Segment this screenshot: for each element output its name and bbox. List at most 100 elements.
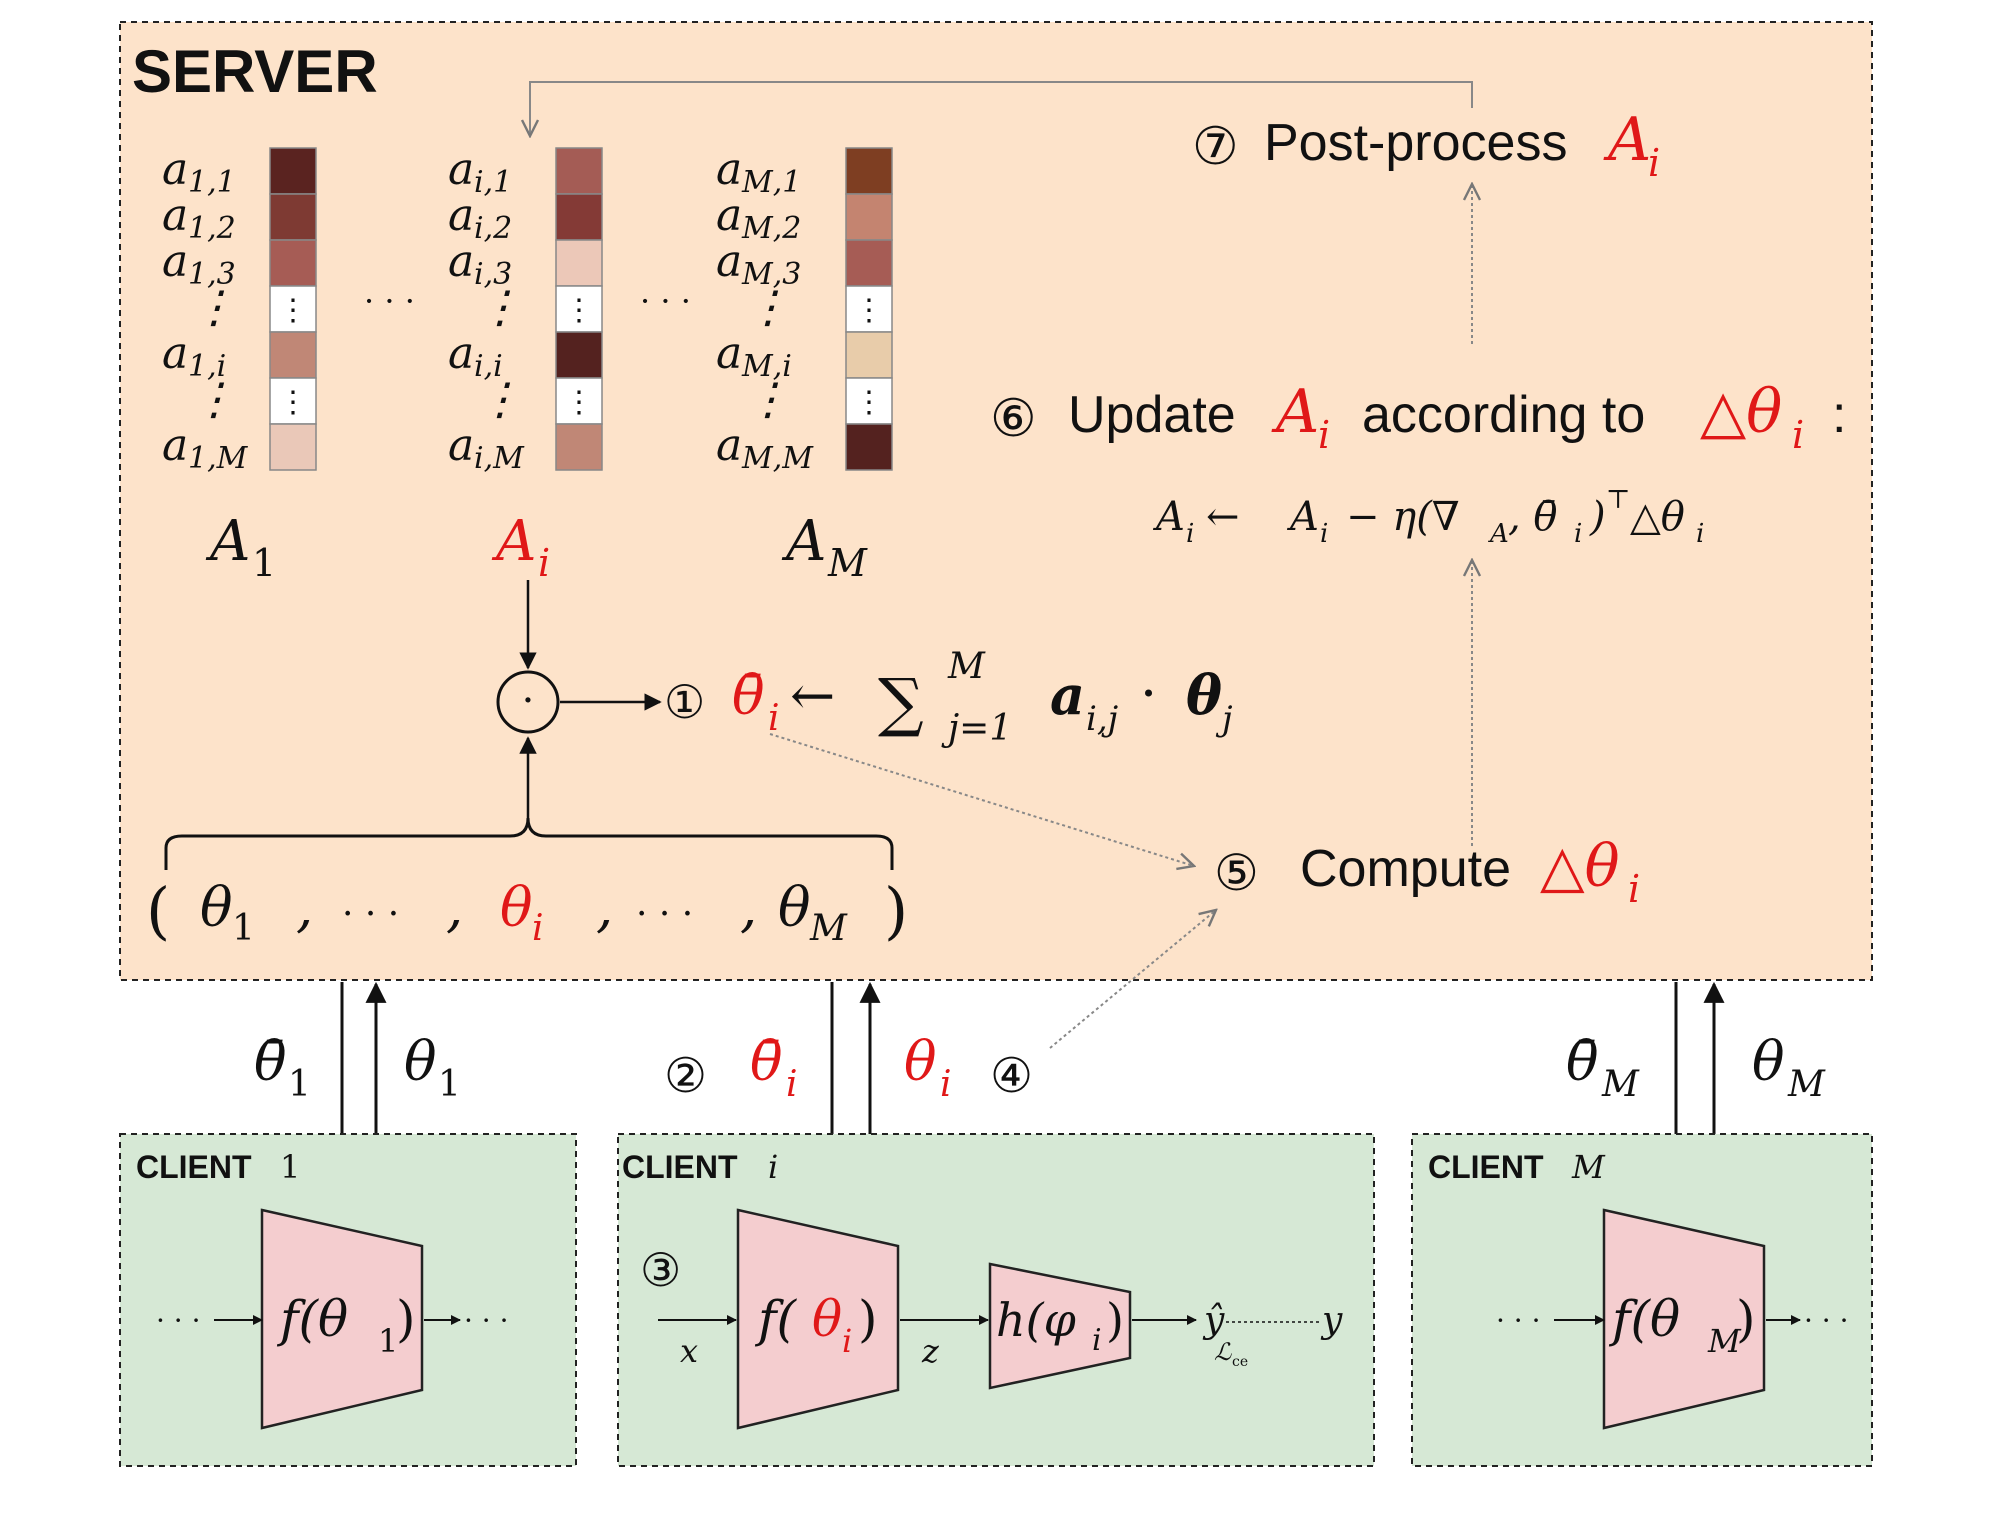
step6-text1: Update bbox=[1068, 386, 1236, 444]
step6-update: ⑥ Update A i according to △θ i : bbox=[990, 377, 1846, 457]
update-arrow: ← bbox=[1206, 494, 1240, 540]
step5-symbol-sub: i bbox=[1628, 867, 1640, 911]
client-1-title: CLIENT bbox=[136, 1149, 252, 1185]
matrix-cell-dots: ⋮ bbox=[564, 293, 594, 328]
matrix-label: A bbox=[205, 509, 250, 574]
matrix-row-label-sub: M,1 bbox=[741, 165, 801, 200]
matrix-row-label-sub: i,i bbox=[474, 349, 503, 384]
step7-sym: A bbox=[1603, 105, 1651, 175]
matrix-label-sub: M bbox=[827, 541, 868, 585]
matrix-row-label-sub: i,3 bbox=[474, 257, 512, 292]
client-i: CLIENT i ③ f( θ i ) x z h(φ i ) ŷ ℒ ce y bbox=[617, 1133, 1375, 1467]
matrix-row-label-sub: 1,2 bbox=[188, 211, 236, 246]
step7-text: Post-process bbox=[1264, 114, 1567, 172]
step1-rhs-sub: i,j bbox=[1086, 699, 1119, 739]
matrix-label-sub: i bbox=[538, 541, 550, 585]
step1-sum: ∑ bbox=[878, 666, 924, 740]
params-item: θ bbox=[778, 876, 811, 939]
update-a: A bbox=[1152, 494, 1185, 540]
linki-step2: ② bbox=[664, 1050, 707, 1103]
matrix-label: A bbox=[781, 509, 826, 574]
client-M-encoder-sub: M bbox=[1707, 1322, 1742, 1360]
client-i-encoder-close: ) bbox=[858, 1290, 878, 1348]
matrix-cell-dots: ⋮ bbox=[854, 385, 884, 420]
params-item: · · · bbox=[342, 894, 399, 935]
update-delta: △θ bbox=[1630, 494, 1685, 540]
matrix-cell-dots: ⋮ bbox=[278, 293, 308, 328]
client-i-loss-sub: ce bbox=[1232, 1354, 1248, 1370]
matrix-row-label-sub: 1,3 bbox=[188, 257, 236, 292]
params-brace bbox=[164, 817, 894, 870]
matrix-cell bbox=[555, 331, 603, 379]
step6-sym1-sub: i bbox=[1318, 413, 1330, 457]
step1-rhs: a bbox=[1050, 663, 1085, 727]
matrix-row-label: a bbox=[162, 190, 188, 241]
client-M: CLIENT M f(θ M ) · · · · · · bbox=[1411, 1133, 1873, 1467]
linkM-down-label: θ̄ bbox=[1566, 1030, 1599, 1093]
update-theta-sub: i bbox=[1574, 519, 1582, 549]
client-1: CLIENT 1 f(θ 1 ) · · · · · · bbox=[119, 1133, 577, 1467]
client-i-yhat: ŷ bbox=[1202, 1300, 1225, 1341]
params-item: θ bbox=[200, 876, 233, 939]
matrix-cell bbox=[555, 423, 603, 471]
step1-sum-sup: M bbox=[947, 646, 986, 687]
matrix-cell bbox=[269, 377, 317, 425]
step1-lhs: θ̄ bbox=[732, 664, 765, 727]
matrix-row-label: a bbox=[448, 144, 474, 195]
client-M-out-dots: · · · bbox=[1804, 1304, 1849, 1337]
client-i-encoder bbox=[736, 1208, 900, 1430]
update-a-sub: i bbox=[1186, 519, 1194, 549]
matrix-row-label: a bbox=[162, 328, 188, 379]
matrix-row-label: ⋮ bbox=[478, 282, 522, 333]
matrix-cell bbox=[269, 147, 317, 195]
step6-sym2: △θ bbox=[1700, 377, 1782, 447]
update-minus: − η(∇ bbox=[1346, 494, 1460, 540]
step1-number: ① bbox=[664, 676, 705, 728]
step1-arrow: ← bbox=[790, 664, 835, 727]
params-item: , bbox=[596, 876, 613, 939]
client-i-encoder-sub: i bbox=[842, 1322, 852, 1360]
matrix-cell bbox=[555, 239, 603, 287]
step7-sym-sub: i bbox=[1648, 141, 1660, 185]
link-labels: θ̄ 1 θ 1 ② θ̄ i θ i ④ θ̄ M θ M bbox=[254, 1030, 1826, 1105]
client-i-head-close: ) bbox=[1106, 1293, 1124, 1347]
matrix-cell-dots: ⋮ bbox=[278, 385, 308, 420]
linkM-up-label: θ bbox=[1752, 1030, 1785, 1093]
step6-colon: : bbox=[1832, 386, 1846, 444]
server-title: SERVER bbox=[132, 38, 378, 105]
matrix-row-label: a bbox=[162, 144, 188, 195]
matrix-cell bbox=[555, 193, 603, 241]
params-item: θ bbox=[500, 876, 533, 939]
step6-number: ⑥ bbox=[990, 390, 1037, 448]
step7-number: ⑦ bbox=[1192, 118, 1239, 176]
client-M-in-dots: · · · bbox=[1496, 1304, 1541, 1337]
step1-aggregation-formula: ① θ̄ i ← ∑ M j=1 a i,j · θ j bbox=[664, 646, 1233, 749]
matrix-cell bbox=[845, 147, 893, 195]
client-i-encoder-f: f( bbox=[754, 1290, 798, 1348]
matrix-row-label-sub: i,1 bbox=[474, 165, 512, 200]
linki-up-sub: i bbox=[940, 1064, 952, 1105]
linki-down-sub: i bbox=[786, 1064, 798, 1105]
matrix-row-label: a bbox=[716, 328, 742, 379]
matrix-cell bbox=[845, 423, 893, 471]
link1-up-label: θ bbox=[404, 1030, 437, 1093]
update-delta-sub: i bbox=[1696, 519, 1704, 549]
update-formula: A i ← A i − η(∇ A , θ̄ i ) ⊤ △θ i bbox=[1152, 485, 1704, 549]
matrix-cell bbox=[269, 239, 317, 287]
matrix-row-label-sub: i,M bbox=[474, 441, 525, 476]
client-1-out-dots: · · · bbox=[464, 1304, 509, 1337]
step1-dot: · bbox=[1140, 662, 1157, 725]
client-i-head-label: h(φ bbox=[996, 1293, 1077, 1347]
step1-sum-sub: j=1 bbox=[941, 708, 1012, 749]
matrix-cell bbox=[845, 377, 893, 425]
linki-down-label: θ̄ bbox=[750, 1030, 783, 1093]
matrix-row-label: a bbox=[716, 190, 742, 241]
matrix-row-label-sub: M,M bbox=[741, 441, 814, 476]
step1-rhs2: θ bbox=[1186, 663, 1222, 727]
client-i-step3: ③ bbox=[640, 1244, 681, 1296]
aggregation-operator bbox=[496, 670, 560, 734]
